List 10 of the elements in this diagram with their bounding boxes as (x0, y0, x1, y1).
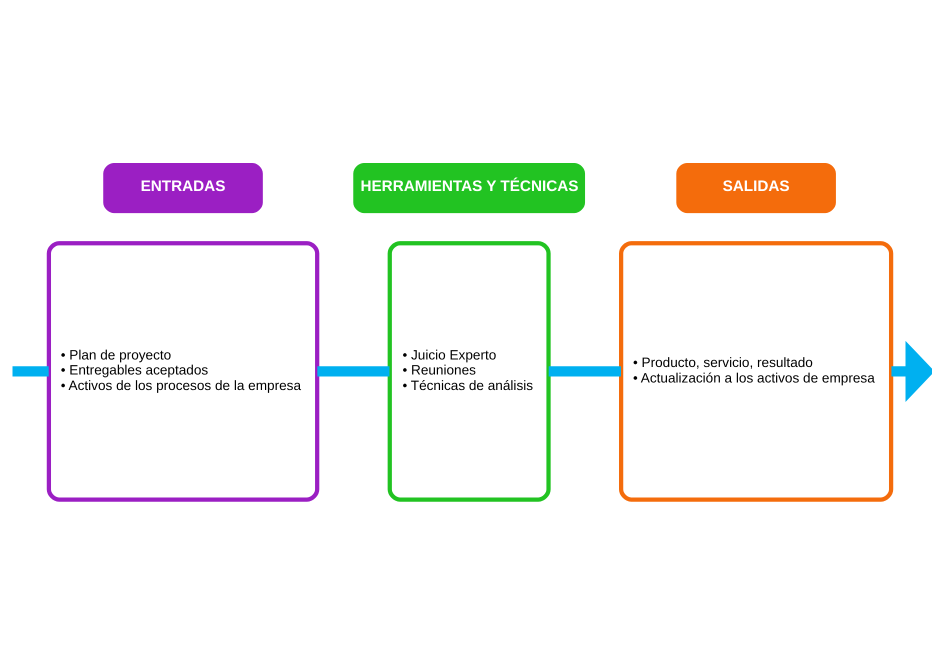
connector (317, 366, 390, 376)
node-box: • Producto, servicio, resultado • Actualización a los activos de empresa (619, 241, 894, 502)
node-box: SALIDAS (676, 162, 836, 214)
node-box: HERRAMIENTAS Y TÉCNICAS (353, 162, 586, 214)
connector (12, 366, 49, 376)
connector (548, 366, 621, 376)
node-box: • Juicio Experto • Reuniones • Técnicas de análisis (388, 241, 551, 502)
arrow (891, 340, 932, 402)
node-box: ENTRADAS (103, 162, 263, 214)
node-box: • Plan de proyecto • Entregables aceptados • Activos de los procesos de la empresa (46, 241, 320, 502)
